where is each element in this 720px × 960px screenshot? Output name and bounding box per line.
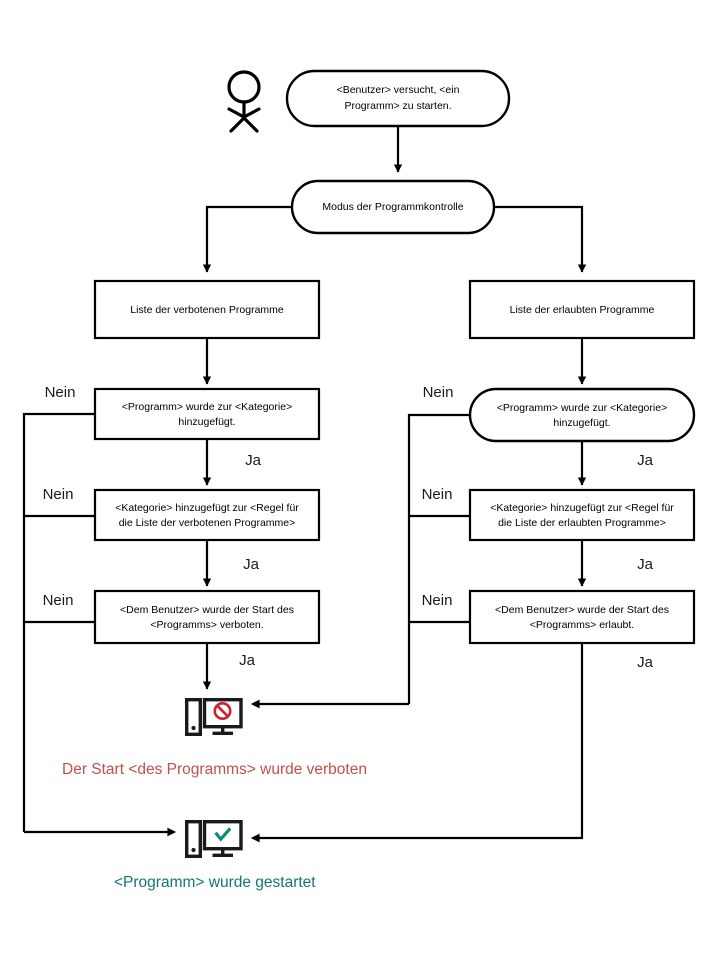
node-right-category-line2: hinzugefügt.	[553, 417, 610, 429]
node-right-list: Liste der erlaubten Programme	[468, 279, 696, 340]
edge-label-right-no-3: Nein	[422, 592, 453, 609]
node-right-category: <Programm> wurde zur <Kategorie> hinzuge…	[468, 387, 696, 443]
node-right-rule-line1: <Kategorie> hinzugefügt zur <Regel für	[490, 502, 674, 514]
node-right-list-line1: Liste der erlaubten Programme	[510, 304, 655, 316]
node-right-category-line1: <Programm> wurde zur <Kategorie>	[497, 402, 667, 414]
edge-mode-to-right-list	[494, 205, 587, 273]
computer-allowed-icon	[184, 820, 243, 859]
computer-blocked-icon	[184, 698, 243, 737]
edge-right-user-yes-to-allowed	[250, 643, 584, 843]
edge-label-left-yes-3: Ja	[239, 652, 256, 669]
node-left-rule: <Kategorie> hinzugefügt zur <Regel für d…	[93, 488, 321, 542]
edge-label-right-yes-3: Ja	[637, 654, 654, 671]
edge-label-right-no-1: Nein	[423, 384, 454, 401]
edge-label-right-yes-2: Ja	[637, 556, 654, 573]
node-right-user-line1: <Dem Benutzer> wurde der Start des	[495, 604, 669, 616]
node-left-user: <Dem Benutzer> wurde der Start des <Prog…	[93, 589, 321, 645]
node-left-rule-line1: <Kategorie> hinzugefügt zur <Regel für	[115, 502, 299, 514]
edge-label-left-no-2: Nein	[43, 486, 74, 503]
edge-right-category-no	[407, 413, 470, 704]
node-right-user: <Dem Benutzer> wurde der Start des <Prog…	[468, 589, 696, 645]
user-actor-icon	[227, 70, 261, 133]
node-left-category: <Programm> wurde zur <Kategorie> hinzuge…	[93, 387, 321, 441]
edge-label-left-no-3: Nein	[43, 592, 74, 609]
allowed-result-text: <Programm> wurde gestartet	[114, 874, 316, 891]
node-left-user-line1: <Dem Benutzer> wurde der Start des	[120, 604, 294, 616]
node-left-list-line1: Liste der verbotenen Programme	[130, 304, 284, 316]
edge-mode-to-left-list	[202, 205, 292, 273]
node-left-category-line2: hinzugefügt.	[178, 416, 235, 428]
edge-label-right-yes-1: Ja	[637, 452, 654, 469]
node-left-user-line2: <Programms> verboten.	[150, 619, 263, 631]
node-start-line2: Programm> zu starten.	[344, 100, 451, 112]
edge-label-left-no-1: Nein	[45, 384, 76, 401]
node-mode: Modus der Programmkontrolle	[290, 179, 496, 235]
edge-label-left-yes-1: Ja	[245, 452, 262, 469]
node-right-rule-line2: die Liste der erlaubten Programme>	[498, 517, 666, 529]
node-start-line1: <Benutzer> versucht, <ein	[337, 84, 460, 96]
node-start: <Benutzer> versucht, <ein Programm> zu s…	[285, 69, 511, 128]
node-mode-line1: Modus der Programmkontrolle	[322, 201, 463, 213]
edge-left-category-no	[22, 412, 95, 832]
node-right-user-line2: <Programms> erlaubt.	[530, 619, 634, 631]
edge-label-right-no-2: Nein	[422, 486, 453, 503]
node-left-list: Liste der verbotenen Programme	[93, 279, 321, 340]
edge-label-left-yes-2: Ja	[243, 556, 260, 573]
node-right-rule: <Kategorie> hinzugefügt zur <Regel für d…	[468, 488, 696, 542]
node-left-category-line1: <Programm> wurde zur <Kategorie>	[122, 401, 292, 413]
denied-result-text: Der Start <des Programms> wurde verboten	[62, 761, 367, 778]
node-left-rule-line2: die Liste der verbotenen Programme>	[119, 517, 296, 529]
